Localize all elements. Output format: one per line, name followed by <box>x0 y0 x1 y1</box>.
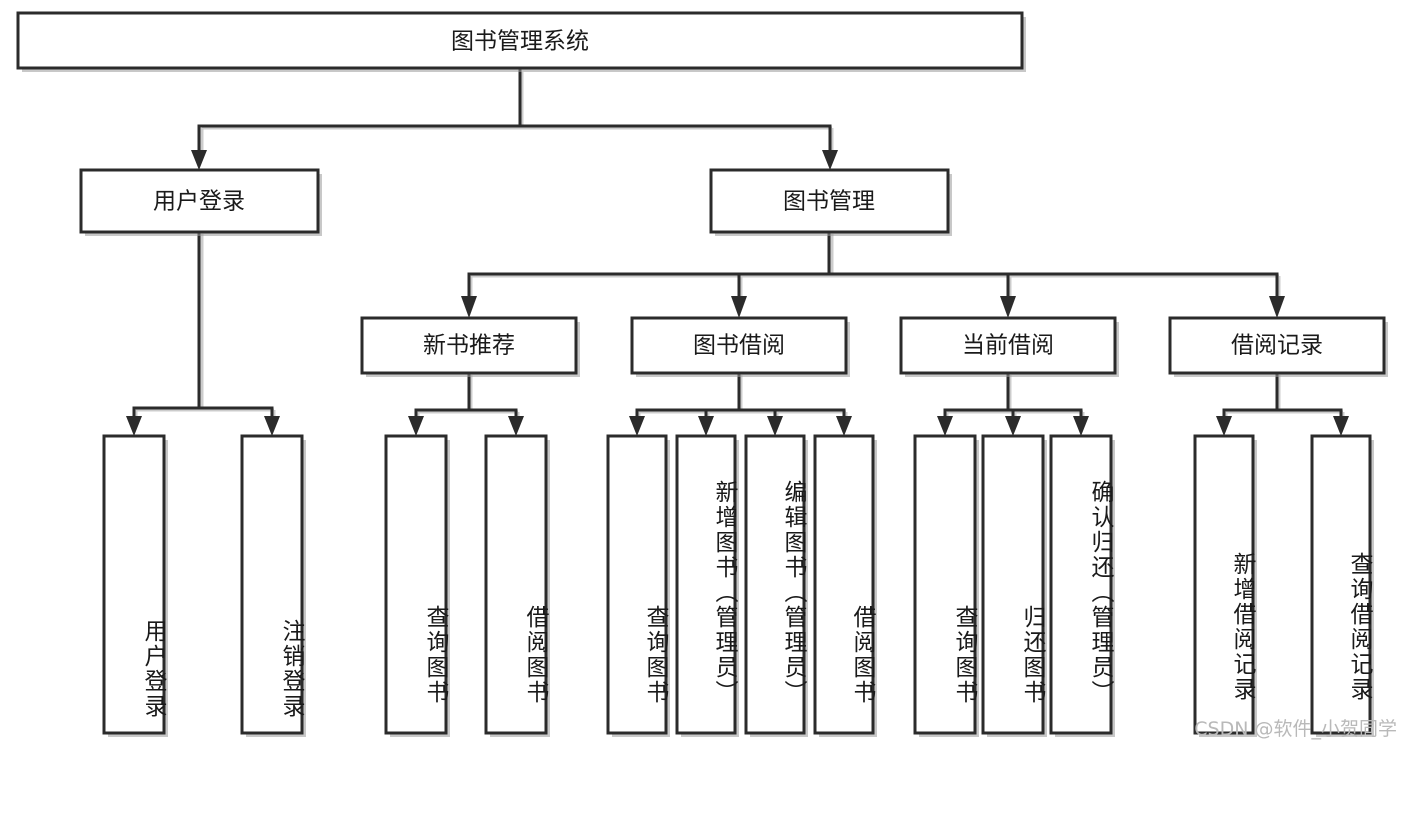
node-leaf-borrow-book-1[interactable] <box>484 434 550 737</box>
node-login[interactable]: 用户登录 <box>79 168 322 236</box>
connector-root-to-level2 <box>191 66 838 170</box>
arrow-to-login <box>191 150 207 170</box>
node-root-label: 图书管理系统 <box>451 29 589 55</box>
arrow-to-leaf-confirm-return <box>1073 416 1089 436</box>
arrow-to-current <box>1000 296 1016 318</box>
arrow-to-bookmgmt <box>822 150 838 170</box>
node-bookmgmt-label: 图书管理 <box>783 189 875 215</box>
arrow-to-leaf-borrow-book-2 <box>836 416 852 436</box>
node-leaf-user-login[interactable] <box>102 434 168 737</box>
connector-newbook-to-leaves <box>408 371 524 436</box>
node-leaf-query-book-3[interactable] <box>913 434 979 737</box>
arrow-to-leaf-query-record <box>1333 416 1349 436</box>
node-borrow[interactable]: 图书借阅 <box>630 316 850 377</box>
arrow-to-leaf-borrow-book-1 <box>508 416 524 436</box>
node-leaf-query-book-2[interactable] <box>606 434 670 737</box>
arrow-to-leaf-logout <box>264 416 280 436</box>
node-leaf-confirm-return[interactable] <box>1049 434 1115 737</box>
arrow-to-borrow <box>731 296 747 318</box>
arrow-to-leaf-query-book-1 <box>408 416 424 436</box>
node-leaf-add-record[interactable] <box>1193 434 1257 737</box>
connector-bookmgmt-to-level3 <box>461 230 1285 318</box>
arrow-to-leaf-user-login <box>126 416 142 436</box>
node-login-label: 用户登录 <box>153 189 245 215</box>
node-leaf-logout[interactable] <box>240 434 306 737</box>
diagram-canvas: 图书管理系统 用户登录 图书管理 新书推荐 图书借阅 当前借阅 <box>16 11 1388 737</box>
node-borrow-label: 图书借阅 <box>693 333 785 359</box>
node-leaf-add-book[interactable] <box>675 434 739 737</box>
arrow-to-leaf-query-book-2 <box>629 416 645 436</box>
connector-login-to-leaves <box>126 230 280 436</box>
node-leaf-query-record[interactable] <box>1310 434 1374 737</box>
node-leaf-return-book[interactable] <box>981 434 1047 737</box>
node-leaf-query-book-1[interactable] <box>384 434 450 737</box>
arrow-to-records <box>1269 296 1285 318</box>
node-leaf-borrow-book-2[interactable] <box>813 434 877 737</box>
node-leaf-edit-book[interactable] <box>744 434 808 737</box>
connector-records-to-leaves <box>1216 371 1349 436</box>
node-records[interactable]: 借阅记录 <box>1168 316 1388 377</box>
node-current-label: 当前借阅 <box>962 333 1054 359</box>
connector-current-to-leaves <box>937 371 1089 436</box>
node-records-label: 借阅记录 <box>1231 333 1323 359</box>
node-newbook[interactable]: 新书推荐 <box>360 316 580 377</box>
connector-layer <box>126 66 1349 436</box>
arrow-to-leaf-add-record <box>1216 416 1232 436</box>
node-root[interactable]: 图书管理系统 <box>16 11 1026 72</box>
arrow-to-leaf-query-book-3 <box>937 416 953 436</box>
flowchart-diagram: 图书管理系统 用户登录 图书管理 新书推荐 图书借阅 当前借阅 <box>16 11 1397 740</box>
leaf-boxes-layer <box>102 434 1374 737</box>
node-current[interactable]: 当前借阅 <box>899 316 1119 377</box>
connector-borrow-to-leaves <box>629 371 852 436</box>
arrow-to-leaf-return-book <box>1005 416 1021 436</box>
node-newbook-label: 新书推荐 <box>423 333 515 359</box>
arrow-to-leaf-edit-book <box>767 416 783 436</box>
arrow-to-newbook <box>461 296 477 318</box>
node-bookmgmt[interactable]: 图书管理 <box>709 168 952 236</box>
arrow-to-leaf-add-book <box>698 416 714 436</box>
csdn-watermark: CSDN @软件_小贺同学 <box>1194 718 1397 740</box>
